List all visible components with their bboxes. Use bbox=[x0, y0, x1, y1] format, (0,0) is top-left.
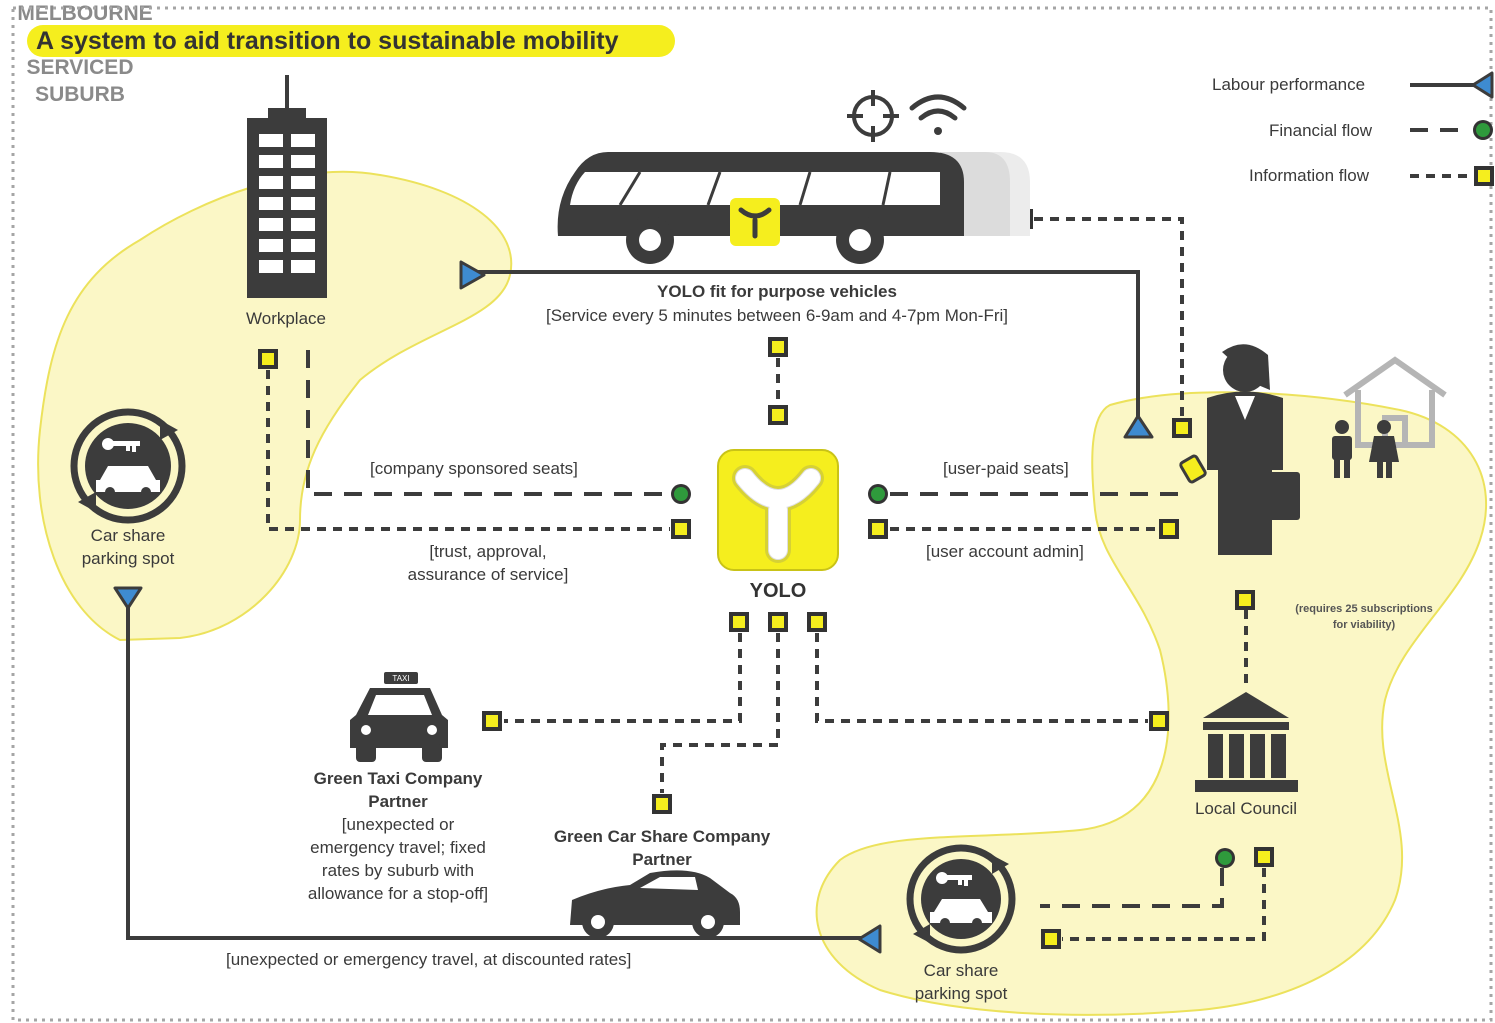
suburb-region-line2: SUBURB bbox=[35, 83, 125, 106]
page-title: A system to aid transition to sustainabl… bbox=[36, 27, 619, 55]
serviced-suburb-region bbox=[815, 391, 1488, 1016]
user-seats-label: [user-paid seats] bbox=[943, 459, 1069, 478]
title-pill bbox=[27, 25, 675, 57]
car-share-company-line2: Partner bbox=[632, 850, 692, 869]
council-label: Local Council bbox=[1194, 799, 1298, 818]
taxi-partner-label: Green Taxi Company Partner [unexpected o… bbox=[268, 767, 528, 905]
taxi-partner-line2: Partner bbox=[368, 792, 428, 811]
company-seats-label: [company sponsored seats] bbox=[370, 459, 578, 478]
car-share-cbd-label: Car share parking spot bbox=[58, 524, 198, 570]
suburb-note-line1: (requires 25 subscriptions bbox=[1295, 603, 1433, 615]
taxi-partner-line1: Green Taxi Company bbox=[313, 769, 483, 788]
taxi-sign-text: TAXI bbox=[392, 674, 409, 683]
car-share-suburb-label: Car share parking spot bbox=[891, 959, 1031, 1005]
trust-label: [trust, approval, assurance of service] bbox=[378, 540, 598, 586]
legend-financial-label: Financial flow bbox=[1269, 121, 1372, 140]
labour-flow-lines bbox=[126, 83, 1478, 940]
suburb-note-line2: for viability) bbox=[1332, 619, 1396, 631]
legend-labour-label: Labour performance bbox=[1212, 75, 1366, 94]
car-share-suburb-line2: parking spot bbox=[914, 984, 1008, 1003]
trust-line1: [trust, approval, bbox=[429, 542, 547, 561]
vehicles-description: [Service every 5 minutes between 6-9am a… bbox=[545, 306, 1009, 325]
wifi-icon bbox=[909, 94, 967, 135]
car-share-cbd-line1: Car share bbox=[90, 526, 166, 545]
car-icon bbox=[570, 870, 740, 938]
suburb-region-line1: SERVICED bbox=[26, 56, 134, 79]
emergency-travel-label: [unexpected or emergency travel, at disc… bbox=[226, 950, 632, 969]
car-share-company-label: Green Car Share Company Partner bbox=[522, 825, 802, 871]
financial-flow-lines bbox=[306, 128, 1468, 908]
suburb-region-label: SERVICED SUBURB bbox=[0, 54, 160, 108]
trust-line2: assurance of service] bbox=[407, 565, 569, 584]
suburb-note: (requires 25 subscriptions for viability… bbox=[1274, 601, 1454, 633]
taxi-icon bbox=[350, 672, 448, 762]
office-building-icon bbox=[247, 75, 327, 298]
yolo-label: YOLO bbox=[749, 580, 807, 602]
information-flow-lines bbox=[266, 174, 1472, 941]
user-admin-label: [user account admin] bbox=[926, 542, 1084, 561]
taxi-partner-line6: allowance for a stop-off] bbox=[307, 884, 489, 903]
legend-information-label: Information flow bbox=[1249, 166, 1369, 185]
government-building-icon bbox=[1195, 692, 1298, 792]
yolo-logo-icon bbox=[717, 449, 839, 571]
car-share-key-icon bbox=[70, 408, 186, 524]
car-share-cbd-line2: parking spot bbox=[81, 549, 175, 568]
melbourne-cbd-region bbox=[37, 170, 513, 642]
businesswoman-icon bbox=[1179, 344, 1300, 555]
car-share-suburb-line1: Car share bbox=[923, 961, 999, 980]
taxi-partner-line5: rates by suburb with bbox=[321, 861, 475, 880]
gps-target-icon bbox=[847, 90, 899, 142]
page-frame bbox=[11, 6, 1493, 1022]
taxi-partner-line3: [unexpected or bbox=[341, 815, 455, 834]
workplace-label: Workplace bbox=[246, 309, 326, 328]
labour-arrow-heads bbox=[113, 71, 1494, 954]
vehicles-title: YOLO fit for purpose vehicles bbox=[657, 282, 897, 301]
car-share-company-line1: Green Car Share Company bbox=[553, 827, 771, 846]
children-icon bbox=[1332, 420, 1399, 478]
bus-icon bbox=[557, 152, 1030, 264]
car-share-key-icon bbox=[906, 844, 1016, 954]
taxi-partner-line4: emergency travel; fixed bbox=[310, 838, 486, 857]
